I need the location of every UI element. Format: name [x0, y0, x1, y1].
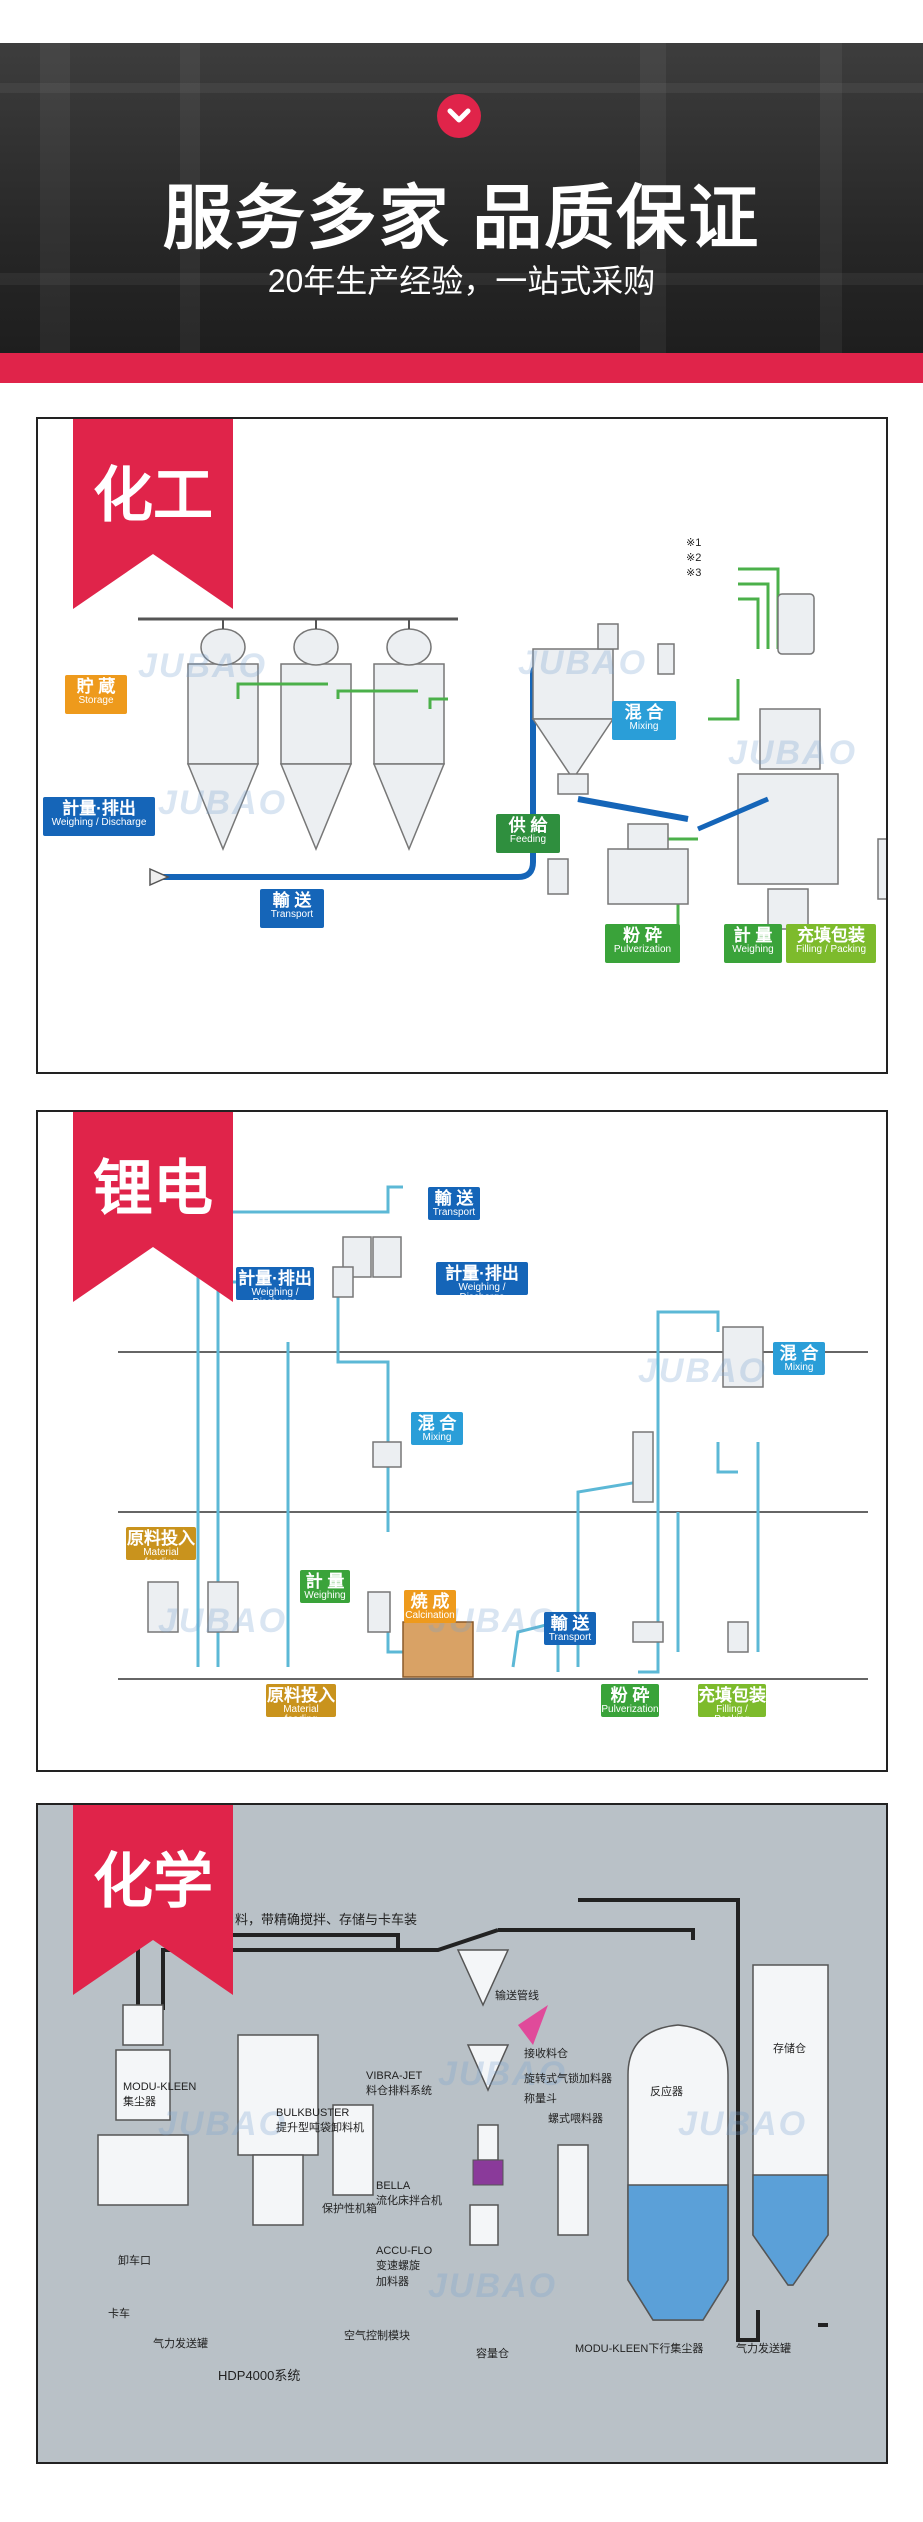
- watermark: JUBAO: [428, 2267, 558, 2305]
- chevron-down-icon[interactable]: [437, 94, 481, 138]
- panel-title: 化学: [93, 1848, 213, 1915]
- label-weigh-hopper: 称量斗: [524, 2093, 557, 2105]
- page-subtitle: 20年生产经验，一站式采购: [267, 263, 656, 299]
- label-system: HDP4000系统: [218, 2368, 301, 2383]
- chemistry-panel: 化学 料，带精确搅拌、存储与卡车装 JUBAO JUBAO JUBAO JUBA…: [36, 1803, 888, 2464]
- label-unload-port: 卸车口: [118, 2255, 151, 2267]
- header-accent-band: [0, 353, 923, 383]
- label-pneumatic-tank-right: 气力发送罐: [736, 2343, 791, 2355]
- watermark: JUBAO: [158, 784, 288, 822]
- label-pneumatic-tank-left: 气力发送罐: [153, 2338, 208, 2350]
- label-bulkbuster: BULKBUSTER 提升型吨袋卸料机: [276, 2107, 364, 2134]
- watermark: JUBAO: [678, 2105, 808, 2143]
- label-storage-silo: 存储仓: [773, 2043, 806, 2055]
- watermark: JUBAO: [638, 1352, 768, 1390]
- watermark: JUBAO: [158, 1602, 288, 1640]
- ribbon-flag: [73, 1805, 233, 1995]
- watermark: JUBAO: [438, 2055, 568, 2093]
- marker-2: ※2: [686, 552, 702, 564]
- label-air-control-module: 空气控制模块: [344, 2330, 410, 2342]
- label-receiver: 接收料仓: [524, 2048, 568, 2060]
- label-modu-kleen: MODU-KLEEN 集尘器: [123, 2081, 197, 2108]
- label-modu-kleen-bottom: MODU-KLEEN下行集尘器: [575, 2343, 704, 2355]
- watermark: JUBAO: [158, 2105, 288, 2143]
- label-airlock-feeder: 旋转式气锁加料器: [524, 2073, 612, 2085]
- watermark: JUBAO: [138, 647, 268, 685]
- label-accu-flo: ACCU-FLO 变速螺旋 加料器: [376, 2245, 433, 2288]
- chem-process-diagram: [138, 567, 886, 939]
- label-screw-feeder: 螺式喂料器: [548, 2113, 603, 2125]
- lithium-process-diagram: [118, 1185, 868, 1680]
- chemistry-process-diagram: [97, 1898, 829, 2342]
- marker-1: ※1: [686, 537, 702, 549]
- label-reactor: 反应器: [650, 2086, 683, 2098]
- label-bella: BELLA 流化床拌合机: [376, 2180, 442, 2207]
- panel-title: 化工: [93, 462, 213, 529]
- label-truck: 卡车: [108, 2308, 130, 2320]
- label-vibra-jet: VIBRA-JET 料仓排料系统: [366, 2070, 432, 2097]
- label-container: 容量仓: [476, 2348, 509, 2360]
- ribbon-flag: [73, 419, 233, 609]
- ribbon-flag: [73, 1112, 233, 1302]
- label-protective-enclosure: 保护性机箱: [322, 2203, 377, 2215]
- panel-caption: 料，带精确搅拌、存储与卡车装: [235, 1912, 418, 1927]
- panel-title: 锂电: [93, 1155, 213, 1222]
- label-pipe: 输送管线: [495, 1990, 539, 2002]
- watermark: JUBAO: [728, 734, 858, 772]
- watermark: JUBAO: [518, 644, 648, 682]
- page-title: 服务多家 品质保证: [162, 179, 761, 257]
- marker-3: ※3: [686, 567, 702, 579]
